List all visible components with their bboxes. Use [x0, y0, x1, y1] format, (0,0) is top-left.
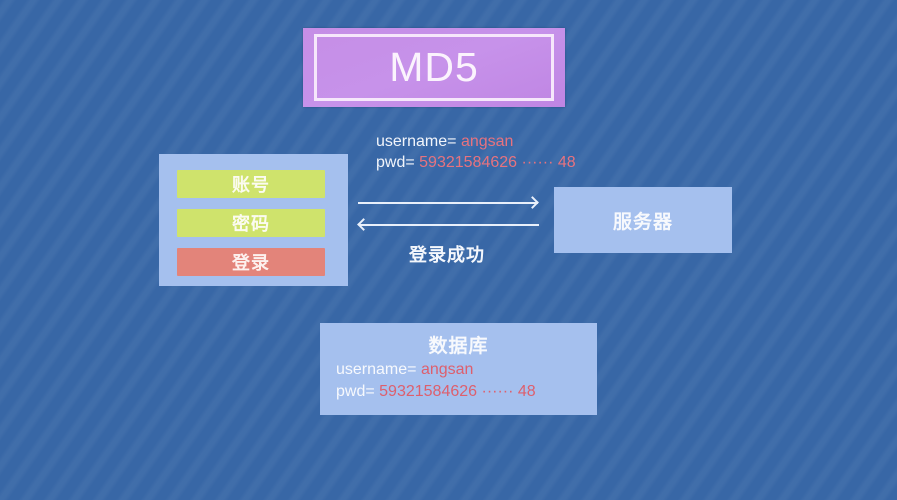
request-arrow [358, 202, 538, 204]
username-value: angsan [460, 133, 514, 150]
db-pwd-label: pwd= [336, 383, 375, 400]
transmitted-pwd-line: pwd= 59321584626 ······ 48 [376, 152, 576, 173]
page-title: MD5 [389, 44, 479, 90]
server-label: 服务器 [612, 211, 673, 233]
md5-title-frame: MD5 [314, 34, 554, 101]
db-pwd-hash-value: 59321584626 ······ 48 [379, 383, 536, 400]
response-arrow [359, 224, 539, 226]
account-field[interactable]: 账号 [177, 170, 325, 198]
pwd-label: pwd= [376, 154, 415, 171]
transmitted-username-line: username= angsan [376, 131, 576, 152]
db-username-label: username= [336, 361, 417, 378]
db-pwd-line: pwd= 59321584626 ······ 48 [336, 381, 536, 403]
database-box: 数据库 username= angsan pwd= 59321584626 ··… [320, 323, 597, 415]
login-success-label: 登录成功 [409, 245, 485, 265]
password-field[interactable]: 密码 [177, 209, 325, 237]
pwd-hash-value: 59321584626 ······ 48 [419, 154, 576, 171]
login-button[interactable]: 登录 [177, 248, 325, 276]
arrow-right-icon [526, 196, 539, 209]
username-label: username= [376, 133, 457, 150]
account-label: 账号 [232, 175, 270, 195]
database-title: 数据库 [428, 336, 489, 357]
arrow-left-icon [357, 218, 370, 231]
server-box: 服务器 [554, 187, 732, 253]
md5-title-box: MD5 [303, 28, 565, 107]
password-label: 密码 [232, 214, 270, 234]
database-records: username= angsan pwd= 59321584626 ······… [336, 359, 536, 403]
login-label: 登录 [232, 253, 270, 273]
db-username-value: angsan [420, 361, 474, 378]
db-username-line: username= angsan [336, 359, 536, 381]
transmitted-credentials: username= angsan pwd= 59321584626 ······… [376, 131, 576, 173]
login-panel: 账号 密码 登录 [159, 154, 348, 286]
